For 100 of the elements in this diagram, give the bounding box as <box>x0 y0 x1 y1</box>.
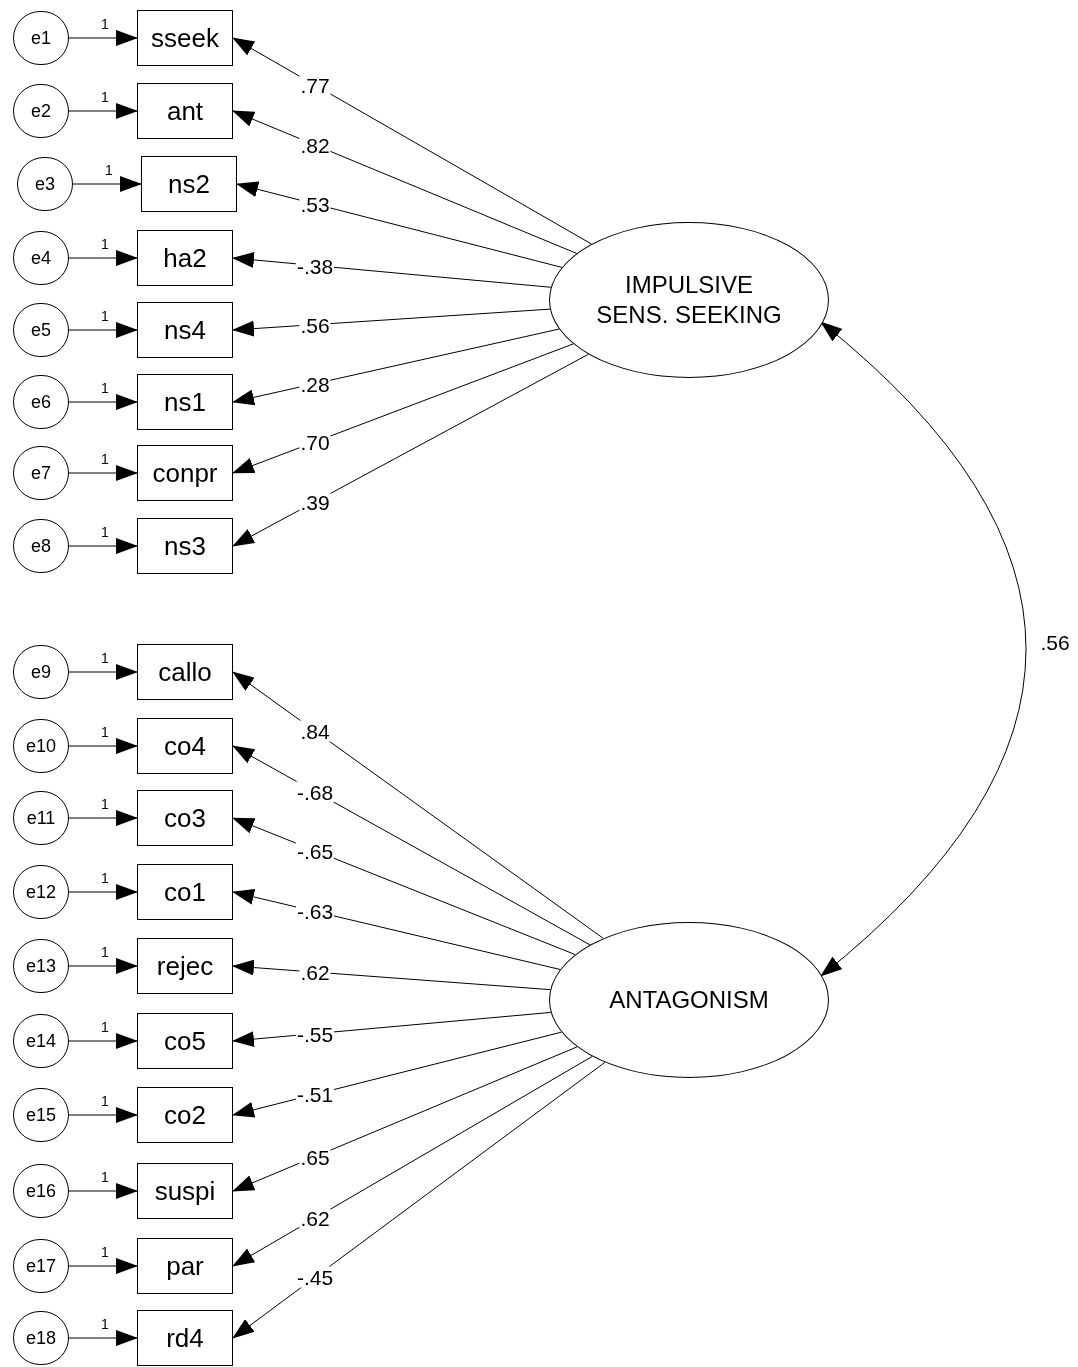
edge-label: 1 <box>101 945 109 959</box>
arrow <box>232 110 578 254</box>
node-label: ns1 <box>164 385 206 419</box>
edge-label: 1 <box>101 797 109 811</box>
arrow <box>68 250 138 266</box>
node-label: e7 <box>31 461 51 485</box>
node-label: sseek <box>151 21 219 55</box>
arrow <box>68 738 138 754</box>
node-label: rejec <box>156 949 214 983</box>
observed-variable-box <box>137 10 233 66</box>
edge-label: -.65 <box>295 840 335 862</box>
observed-variable-box <box>137 374 233 430</box>
arrow <box>820 321 1027 977</box>
node-label: e12 <box>25 880 56 904</box>
arrow <box>68 1033 138 1049</box>
edge-label: 1 <box>101 1317 109 1331</box>
node-label: e14 <box>25 1029 56 1053</box>
arrow <box>232 328 560 406</box>
edge-label: .84 <box>299 720 331 742</box>
edge-label: 1 <box>101 871 109 885</box>
observed-variable-box <box>137 790 233 846</box>
edge-label: 1 <box>105 163 113 177</box>
node-label: e5 <box>31 318 51 342</box>
edge-label: 1 <box>101 525 109 539</box>
observed-variable-box <box>137 1013 233 1069</box>
arrow <box>232 959 551 991</box>
edge-label: .39 <box>299 491 331 513</box>
node-label: e4 <box>31 246 51 270</box>
node-label: ANTAGONISM <box>609 985 769 1015</box>
node-label: e8 <box>31 534 51 558</box>
node-label: co2 <box>164 1098 206 1132</box>
arrow <box>232 889 561 970</box>
arrow <box>68 538 138 554</box>
observed-variable-box <box>137 644 233 700</box>
node-label: ns2 <box>168 167 210 201</box>
node-label: co5 <box>164 1024 206 1058</box>
node-label: co1 <box>164 875 206 909</box>
observed-variable-box <box>137 302 233 358</box>
edge-label: 1 <box>101 1170 109 1184</box>
edge-label: 1 <box>101 651 109 665</box>
arrow <box>232 1055 593 1267</box>
arrow <box>232 1031 562 1118</box>
arrow <box>232 308 551 337</box>
node-label: e17 <box>25 1254 56 1278</box>
observed-variable-box <box>137 718 233 774</box>
observed-variable-box <box>137 83 233 139</box>
node-label: ns3 <box>164 529 206 563</box>
observed-variable-box <box>137 230 233 286</box>
node-label: co4 <box>164 729 206 763</box>
arrow <box>68 810 138 826</box>
node-label: e16 <box>25 1179 56 1203</box>
node-label: par <box>166 1249 204 1283</box>
observed-variable-box <box>137 518 233 574</box>
node-label: e15 <box>25 1103 56 1127</box>
edge-label: 1 <box>101 725 109 739</box>
node-label: e18 <box>25 1326 56 1350</box>
arrow <box>68 958 138 974</box>
edge-label: -.68 <box>295 781 335 803</box>
edge-label: 1 <box>101 237 109 251</box>
arrow <box>68 394 138 410</box>
arrow <box>68 884 138 900</box>
node-label: ns4 <box>164 313 206 347</box>
edge-label: 1 <box>101 1245 109 1259</box>
arrow <box>68 664 138 680</box>
edge-label: -.45 <box>295 1266 335 1288</box>
arrow <box>68 465 138 481</box>
node-label: conpr <box>152 456 218 490</box>
edge-label: 1 <box>101 309 109 323</box>
edge-label: 1 <box>101 17 109 31</box>
edge-label: .65 <box>299 1146 331 1168</box>
edge-label: 1 <box>101 381 109 395</box>
arrow <box>68 1258 138 1274</box>
node-label: e1 <box>31 26 51 50</box>
arrow <box>72 176 142 192</box>
node-label: e2 <box>31 99 51 123</box>
observed-variable-box <box>137 1310 233 1366</box>
arrow <box>232 251 552 288</box>
arrow <box>232 1046 578 1192</box>
arrow <box>232 1011 552 1048</box>
node-label: IMPULSIVE SENS. SEEKING <box>595 270 783 330</box>
node-label: ant <box>166 94 204 128</box>
edge-label: 1 <box>101 1020 109 1034</box>
arrow <box>232 745 591 946</box>
observed-variable-box <box>137 1238 233 1294</box>
arrow <box>232 671 604 939</box>
arrow <box>68 1183 138 1199</box>
node-label: e10 <box>25 734 56 758</box>
observed-variable-box <box>137 1163 233 1219</box>
arrow <box>232 353 589 547</box>
node-label: ha2 <box>163 241 207 275</box>
arrow <box>232 817 576 956</box>
observed-variable-box <box>137 445 233 501</box>
node-label: e3 <box>35 172 55 196</box>
node-label: rd4 <box>166 1321 204 1355</box>
node-label: suspi <box>154 1174 216 1208</box>
arrow <box>232 1061 606 1339</box>
node-label: e11 <box>26 806 56 830</box>
edge-label: 1 <box>101 452 109 466</box>
observed-variable-box <box>141 156 237 212</box>
node-label: e6 <box>31 390 51 414</box>
